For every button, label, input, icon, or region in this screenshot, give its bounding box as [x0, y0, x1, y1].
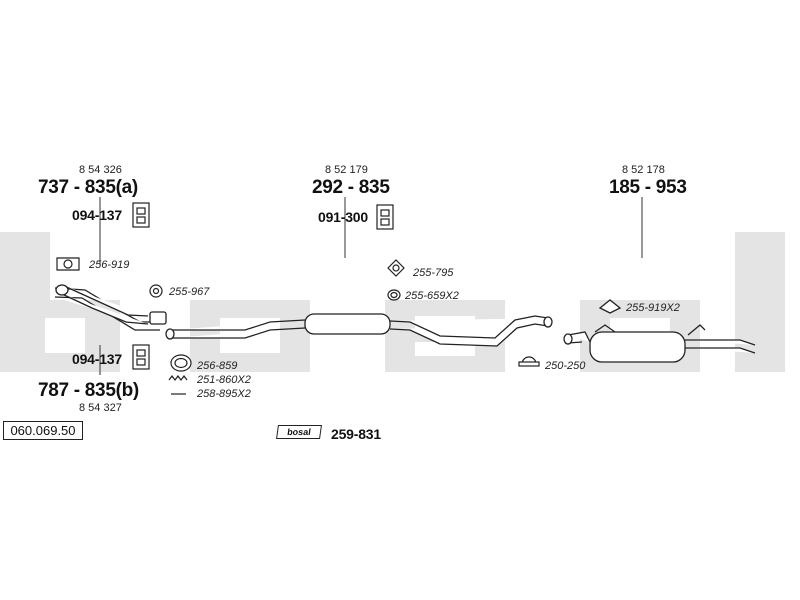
middle-hanger: 091-300: [318, 209, 368, 225]
rear-oem: 8 52 178: [622, 164, 665, 176]
front-gasket: 256-919: [89, 259, 130, 271]
hanger-icon: [376, 204, 394, 230]
middle-clamp-gasket: 255-795: [413, 267, 454, 279]
middle-part: 292 - 835: [312, 177, 390, 198]
rear-part: 185 - 953: [609, 177, 687, 198]
hanger-icon: [132, 202, 150, 228]
front-ring: 256-859: [197, 360, 238, 372]
middle-rubber-ring: 255-659X2: [405, 290, 459, 302]
front-oem-top: 8 54 326: [79, 164, 122, 176]
kit-part: 259-831: [331, 426, 381, 442]
front-bolt: 258-895X2: [197, 388, 251, 400]
middle-pipe: [165, 313, 553, 347]
reference-number: 060.069.50: [3, 421, 83, 440]
hanger-icon: [132, 344, 150, 370]
rear-silencer: [563, 299, 756, 363]
middle-clamp: 250-250: [545, 360, 586, 372]
front-part-b: 787 - 835(b): [38, 380, 139, 401]
front-pipe: [54, 284, 167, 331]
front-oem-bottom: 8 54 327: [79, 402, 122, 414]
spring-icon: [168, 375, 188, 381]
middle-oem: 8 52 179: [325, 164, 368, 176]
front-hanger-top: 094-137: [72, 207, 122, 223]
front-rubber: 255-967: [169, 286, 210, 298]
rubber-mount-icon: [598, 299, 622, 314]
front-hanger-bottom: 094-137: [72, 351, 122, 367]
front-part-a: 737 - 835(a): [38, 177, 138, 198]
rear-rubber: 255-919X2: [626, 302, 680, 314]
front-spring: 251-860X2: [197, 374, 251, 386]
bosal-tag: bosal: [276, 425, 322, 439]
